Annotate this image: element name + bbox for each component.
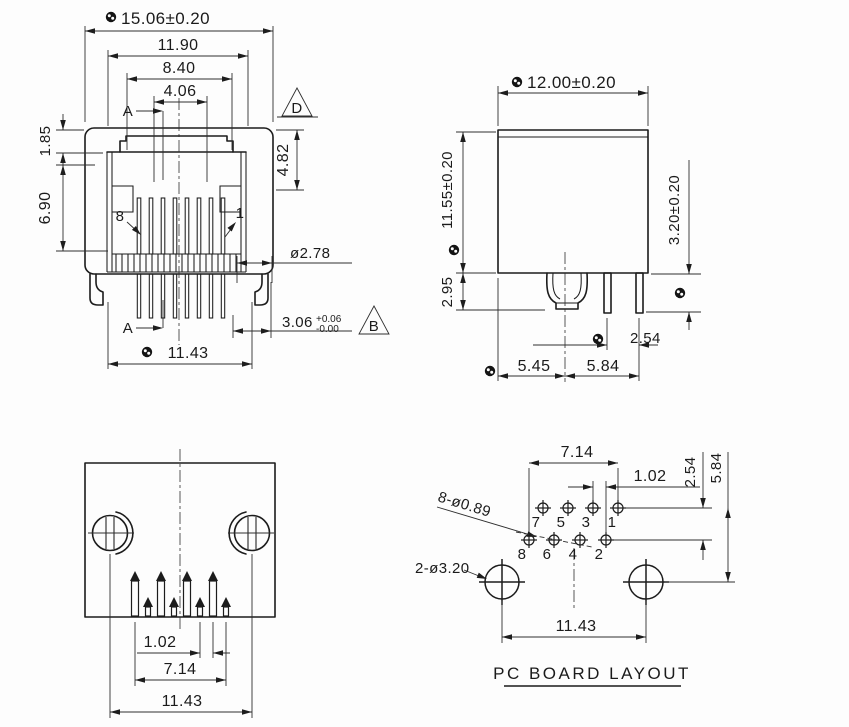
bottom-view-dimensions: 1.02 7.14 11.43: [109, 554, 253, 718]
dim-tab-width: 4.06: [164, 83, 197, 100]
key-characteristic-icon: [592, 333, 604, 345]
front-view-dimensions: 15.06±0.20 11.90 8.40 4.06 1.85: [37, 9, 390, 369]
pcb-mount-holes-note: 2-ø3.20: [415, 560, 470, 577]
pcb-dim-row-to-hole: 5.84: [708, 453, 725, 484]
pcb-dim-row-pitch: 2.54: [682, 457, 699, 488]
bottom-view-body: [84, 449, 276, 630]
dim-foot-span: 11.43: [168, 345, 209, 362]
dim-foot-height: 2.95: [439, 277, 456, 308]
key-characteristic-icon: [674, 287, 686, 299]
pcb-dim-hole-span: 11.43: [556, 618, 597, 635]
dim-opening-height: 6.90: [37, 192, 54, 225]
contacts: [136, 197, 226, 255]
pcb-pin-label: 8: [518, 546, 527, 563]
dim-depth: 12.00±0.20: [527, 73, 616, 92]
dim-post-span: 11.43: [162, 693, 203, 710]
revision-flag-b: [358, 305, 390, 335]
dim-stagger: 1.02: [144, 634, 177, 651]
dim-pin-row-span: 7.14: [164, 661, 197, 678]
side-view-body: [497, 129, 649, 382]
dim-opening-width: 8.40: [163, 60, 196, 77]
pcb-dim-stagger: 1.02: [634, 468, 667, 485]
front-view-body: [84, 98, 274, 345]
revision-flag-d: [281, 87, 313, 117]
pcb-layout-title: PC BOARD LAYOUT: [493, 664, 691, 683]
pcb-layout-view: 7 5 3 1 8 6 4 2 7.14 1.02 2.54: [415, 444, 735, 687]
bottom-view-pins: [129, 570, 232, 617]
dim-upper-height: 4.82: [275, 144, 292, 177]
side-latch-foot: [545, 272, 589, 310]
pcb-pin-label: 2: [595, 546, 604, 563]
pcb-pin-label: 3: [582, 514, 591, 531]
flag-d-label: D: [291, 100, 302, 117]
section-label-bottom: A: [123, 320, 133, 337]
side-view: 12.00±0.20 11.55±0.20 3.20±0.20 2.95 2.5…: [439, 73, 701, 382]
key-characteristic-icon: [484, 365, 496, 377]
pcb-pin-label: 1: [608, 514, 617, 531]
side-view-dimensions: 12.00±0.20 11.55±0.20 3.20±0.20 2.95 2.5…: [439, 73, 701, 381]
mount-hole-left: [478, 558, 526, 606]
solder-pins: [136, 273, 226, 319]
key-characteristic-icon: [105, 11, 117, 23]
key-characteristic-icon: [448, 244, 460, 256]
dim-front-to-foot: 5.45: [518, 358, 551, 375]
flag-b-label: B: [369, 318, 379, 335]
dim-flange-width: 11.90: [158, 37, 199, 54]
pcb-holes: 7 5 3 1 8 6 4 2: [478, 499, 670, 608]
dim-top-height: 1.85: [37, 126, 54, 157]
dim-foot-dia: ø2.78: [290, 245, 330, 262]
pcb-pin-holes-note: 8-ø0.89: [436, 489, 493, 521]
pin-label-8: 8: [116, 208, 125, 225]
mount-post-left: [88, 511, 134, 555]
pcb-dimensions: 7.14 1.02 2.54 5.84 11.43 8-ø0.89: [415, 444, 735, 643]
latch-foot-left: [89, 273, 104, 306]
latch-foot-right: [254, 273, 269, 306]
dim-height: 11.55±0.20: [439, 151, 456, 229]
pcb-dim-row-span: 7.14: [561, 444, 594, 461]
dim-pin-pitch: 2.54: [630, 330, 661, 347]
pcb-pin-label: 4: [569, 546, 578, 563]
pcb-pin-label: 5: [557, 514, 566, 531]
side-pin-left: [603, 272, 612, 314]
mount-hole-right: [622, 558, 670, 606]
key-characteristic-icon: [141, 346, 153, 358]
dim-foot-tol-plus: +0.06: [316, 314, 342, 325]
dim-foot-to-pin: 5.84: [587, 358, 620, 375]
pcb-pin-label: 7: [532, 514, 541, 531]
dim-foot-tol-minus: -0.00: [316, 324, 339, 335]
dim-overall-width: 15.06±0.20: [121, 9, 210, 28]
dim-foot-width: 3.06: [282, 314, 313, 331]
front-view: 15.06±0.20 11.90 8.40 4.06 1.85: [37, 9, 390, 369]
contact-comb: [115, 254, 237, 272]
mount-post-right: [228, 511, 274, 555]
pin-label-1: 1: [236, 205, 245, 222]
side-pin-right: [635, 272, 644, 314]
section-label-top: A: [123, 103, 133, 120]
key-characteristic-icon: [511, 76, 523, 88]
bottom-view: 1.02 7.14 11.43: [84, 449, 276, 718]
dim-pin-length: 3.20±0.20: [666, 175, 683, 245]
pcb-pin-label: 6: [543, 546, 552, 563]
